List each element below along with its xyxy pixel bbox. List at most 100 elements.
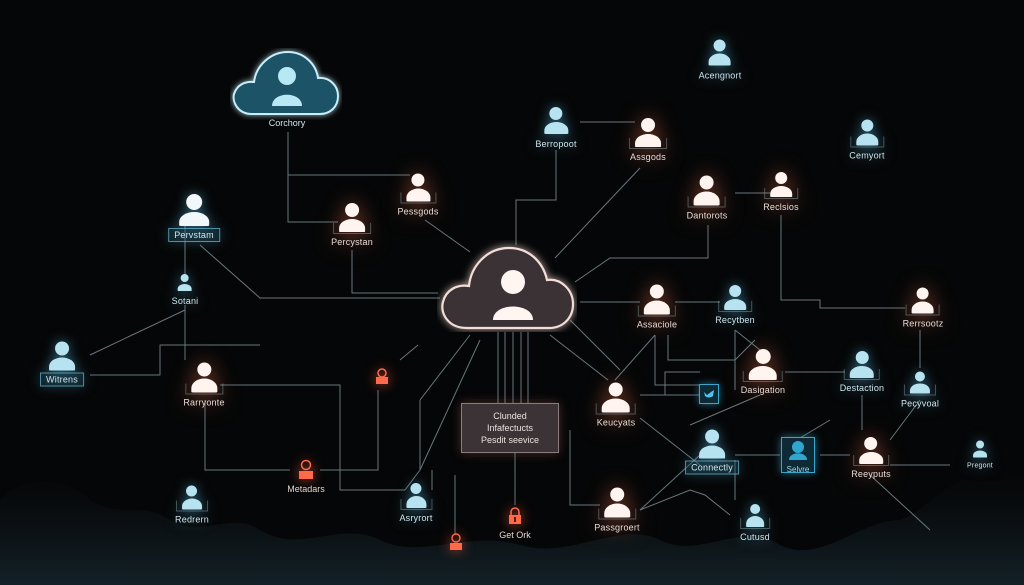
user-icon — [763, 172, 798, 199]
infra-line-1: Clunded — [493, 411, 527, 421]
node-witrens[interactable]: Witrens — [40, 341, 84, 387]
node-recytben[interactable]: Recytben — [715, 285, 755, 325]
node-label: Percystan — [331, 237, 373, 247]
user-icon — [850, 119, 884, 148]
node-destaction[interactable]: Destaction — [840, 351, 885, 393]
node-label: Pecyvoal — [900, 398, 940, 409]
node-pecyvoal[interactable]: Pecyvoal — [900, 371, 940, 409]
user-icon — [596, 382, 636, 415]
user-icon — [332, 203, 371, 234]
user-icon — [175, 485, 208, 512]
infrastructure-service-box[interactable]: Clunded Infafectucts Pesdit seevice — [461, 403, 559, 453]
node-label: Reeyputs — [851, 469, 891, 479]
node-pregont[interactable]: Pregont — [967, 440, 993, 470]
node-label: Witrens — [40, 372, 84, 387]
user-icon — [184, 362, 223, 395]
node-reclsios[interactable]: Reclsios — [763, 172, 799, 212]
node-label: Acengnort — [698, 70, 742, 81]
user-icon — [628, 118, 667, 149]
node-rarryonte[interactable]: Rarryonte — [183, 362, 225, 408]
user-icon — [718, 285, 752, 312]
node-label: Assgods — [630, 152, 666, 162]
user-icon — [844, 351, 880, 380]
node-connectly[interactable]: Connectly — [685, 429, 739, 475]
node-passgroert[interactable]: Passgroert — [594, 487, 640, 533]
user-icon — [178, 194, 209, 226]
user-icon — [740, 504, 770, 529]
user-icon — [708, 39, 731, 66]
node-redrern[interactable]: Redrern — [175, 485, 209, 525]
user-icon — [637, 284, 676, 317]
node-label-get-ork: Get Ork — [499, 530, 531, 540]
node-dantorots[interactable]: Dantorots — [686, 175, 728, 221]
user-badge-icon[interactable] — [374, 368, 390, 386]
node-percystan[interactable]: Percystan — [331, 203, 373, 247]
central-cloud-node[interactable] — [437, 240, 577, 337]
node-reeyputs[interactable]: Reeyputs — [851, 437, 891, 479]
node-label: Sotani — [171, 296, 199, 306]
selvre-service-box[interactable]: Selvre — [781, 437, 815, 474]
bird-icon — [704, 390, 714, 398]
user-icon — [598, 487, 636, 520]
user-icon — [687, 175, 726, 208]
bird-service-icon[interactable] — [699, 384, 719, 404]
node-label: Rerrsootz — [902, 318, 944, 329]
user-icon — [904, 371, 936, 396]
node-label: Berropoot — [535, 139, 577, 149]
node-label: Recytben — [715, 315, 755, 325]
node-label: Passgroert — [594, 522, 640, 533]
user-icon — [400, 173, 436, 204]
node-label: Asryrort — [399, 513, 433, 523]
node-cutusd[interactable]: Cutusd — [740, 504, 770, 542]
node-label: Dasigation — [740, 385, 786, 395]
node-label: Dantorots — [686, 210, 728, 221]
user-icon — [789, 441, 807, 460]
node-label: Pessgods — [397, 206, 439, 217]
node-label: Redrern — [175, 514, 209, 525]
user-icon — [177, 274, 192, 291]
node-asryrort[interactable]: Asryrort — [399, 483, 432, 523]
cloud-icon — [441, 246, 575, 330]
user-icon — [49, 341, 75, 371]
node-designation[interactable]: Dasigation — [741, 349, 786, 395]
top-cloud-label: Corchory — [268, 118, 306, 128]
node-label: Cemyort — [849, 150, 885, 161]
node-berropoot[interactable]: Berropoot — [535, 107, 576, 149]
node-keucyats[interactable]: Keucyats — [596, 382, 636, 428]
node-label: Connectly — [685, 460, 739, 475]
node-assaciole[interactable]: Assaciole — [636, 284, 678, 330]
node-label-metadars: Metadars — [287, 484, 325, 494]
top-cloud-node[interactable] — [230, 48, 342, 125]
node-rerrsootz[interactable]: Rerrsootz — [902, 287, 944, 329]
node-label-selvre: Selvre — [786, 465, 810, 474]
node-label: Keucyats — [596, 417, 636, 428]
node-assgods[interactable]: Assgods — [628, 118, 667, 162]
node-sotani[interactable]: Sotani — [172, 274, 199, 306]
node-label: Cutusd — [740, 532, 770, 542]
user-icon — [743, 349, 783, 382]
node-pessgods[interactable]: Pessgods — [397, 173, 439, 217]
node-label: Destaction — [839, 383, 885, 393]
user-icon — [853, 437, 889, 466]
node-label: Rarryonte — [183, 397, 225, 408]
node-label: Pregont — [967, 462, 993, 470]
user-icon — [698, 429, 725, 459]
node-acengnort[interactable]: Acengnort — [698, 39, 742, 81]
node-pervstam[interactable]: Pervstam — [168, 194, 220, 242]
user-icon — [906, 287, 940, 316]
user-icon — [399, 483, 432, 510]
node-label: Assaciole — [636, 319, 678, 330]
lock-icon[interactable] — [508, 507, 522, 525]
infra-line-2: Infafectucts — [486, 423, 534, 433]
node-cemyort[interactable]: Cemyort — [849, 119, 885, 161]
node-label: Pervstam — [168, 228, 220, 242]
user-badge-icon[interactable] — [296, 459, 316, 481]
user-icon — [543, 107, 568, 134]
cloud-icon — [232, 50, 340, 115]
node-label: Reclsios — [763, 202, 799, 212]
user-badge-icon[interactable] — [449, 533, 463, 551]
user-icon — [972, 440, 987, 458]
